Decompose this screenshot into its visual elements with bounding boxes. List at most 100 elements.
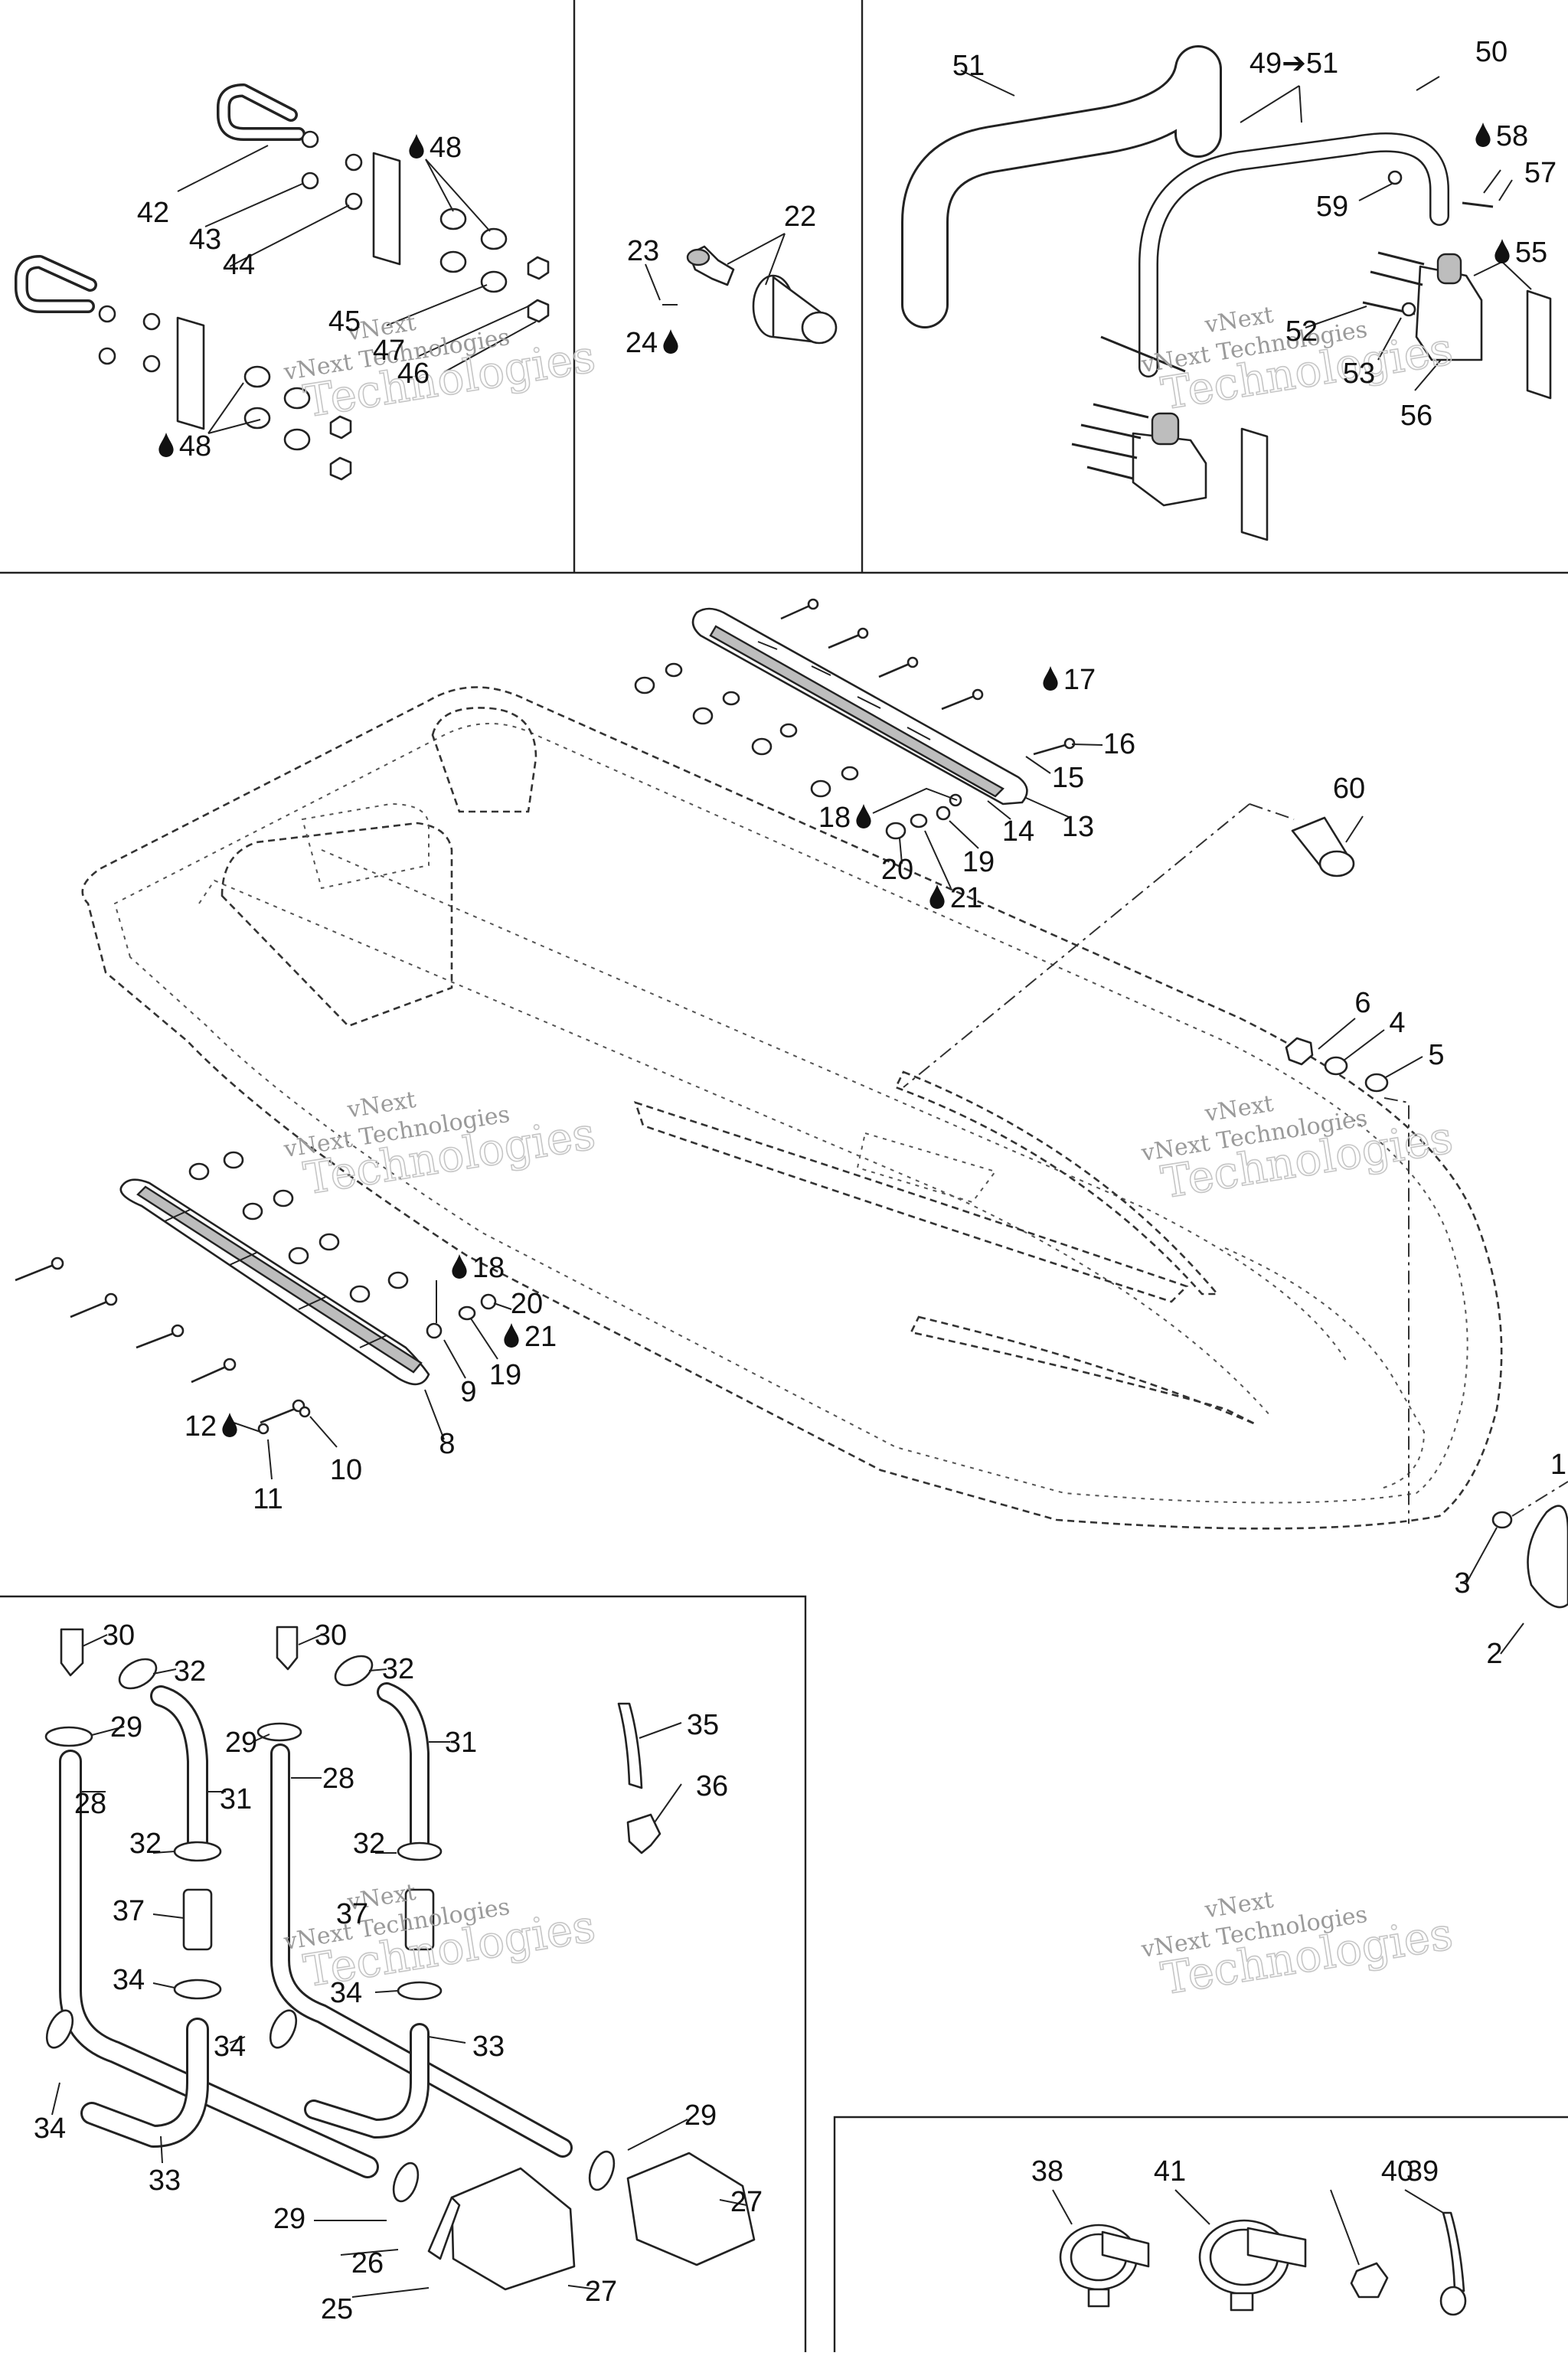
bow-hardware <box>903 803 1568 1655</box>
callout-label: 10 <box>330 1454 362 1486</box>
callout-label: 34 <box>34 2113 66 2145</box>
apply-adhesive-drop-icon <box>856 804 871 828</box>
callout-label: 29 <box>225 1727 257 1759</box>
callout-label: 38 <box>1031 2155 1063 2188</box>
callout-label: 27 <box>585 2276 617 2308</box>
callout-label: 36 <box>696 1770 728 1802</box>
callout-label: 3 <box>1454 1567 1470 1600</box>
callout-label: 44 <box>223 249 255 281</box>
callout-label: 14 <box>1002 815 1034 848</box>
callout-label: 25 <box>321 2293 353 2325</box>
drain-plug-group <box>645 233 838 345</box>
callout-label: 21 <box>524 1321 557 1353</box>
callout-label: 45 <box>328 306 361 338</box>
callout-label: 48 <box>430 132 462 164</box>
callout-label: 22 <box>784 201 816 233</box>
callout-label: 4 <box>1389 1007 1405 1039</box>
callout-label: 29 <box>110 1711 142 1743</box>
callout-label: 28 <box>322 1763 354 1795</box>
callout-label: 37 <box>113 1895 145 1927</box>
callout-label: 20 <box>511 1288 543 1320</box>
callout-label: 27 <box>730 2186 763 2218</box>
callout-label: 28 <box>74 1788 106 1820</box>
bilge-hose-group <box>44 1626 756 2298</box>
callout-label: 24 <box>626 327 658 359</box>
callout-label: 19 <box>962 846 995 878</box>
callout-label: 41 <box>1154 2155 1186 2188</box>
callout-label: 55 <box>1515 237 1547 269</box>
callout-label: 8 <box>439 1428 455 1460</box>
callout-label: 56 <box>1400 400 1432 432</box>
callout-label: 21 <box>950 882 982 914</box>
callout-label: 40 <box>1381 2155 1413 2188</box>
apply-adhesive-drop-icon <box>929 884 945 909</box>
callout-label: 18 <box>818 802 851 834</box>
callout-label: 17 <box>1063 664 1096 696</box>
callout-label: 2 <box>1486 1638 1502 1670</box>
footrest-upper <box>634 598 1103 889</box>
callout-label: 32 <box>353 1828 385 1860</box>
clips-group <box>1052 2189 1467 2316</box>
callout-label: 18 <box>472 1252 505 1284</box>
callout-label: 34 <box>113 1964 145 1996</box>
callout-label: 11 <box>253 1483 283 1515</box>
apply-adhesive-drop-icon <box>452 1254 467 1279</box>
callout-label: 32 <box>382 1653 414 1685</box>
callout-label: 19 <box>489 1359 521 1391</box>
callout-label: 15 <box>1052 762 1084 794</box>
callout-label: 30 <box>103 1619 135 1652</box>
callout-label: 59 <box>1316 191 1348 223</box>
callout-label: 51 <box>952 50 985 82</box>
callout-label: 13 <box>1062 811 1094 843</box>
callout-label: 31 <box>220 1783 252 1815</box>
apply-adhesive-drop-icon <box>663 329 678 354</box>
callout-label: 1 <box>1550 1449 1566 1481</box>
callout-label: 50 <box>1475 36 1508 68</box>
callout-label: 12 <box>185 1410 217 1443</box>
hull-outline <box>81 686 1503 1530</box>
apply-adhesive-drop-icon <box>1043 666 1058 691</box>
callout-label: 46 <box>397 358 430 390</box>
callout-label: 34 <box>214 2031 246 2063</box>
callout-label: 34 <box>330 1977 362 2009</box>
callout-label: 47 <box>373 335 405 367</box>
callout-label: 42 <box>137 197 169 229</box>
callout-label: 29 <box>684 2099 717 2132</box>
callout-label: 23 <box>627 235 659 267</box>
apply-adhesive-drop-icon <box>504 1323 519 1348</box>
callout-label: 20 <box>881 854 913 886</box>
callout-label: 32 <box>174 1655 206 1688</box>
callout-label: 5 <box>1428 1039 1444 1071</box>
callout-label: 33 <box>472 2031 505 2063</box>
callout-label: 52 <box>1285 315 1318 348</box>
callout-label: 53 <box>1343 358 1375 390</box>
apply-adhesive-drop-icon <box>222 1413 237 1437</box>
apply-adhesive-drop-icon <box>1494 239 1510 263</box>
callout-label: 58 <box>1496 120 1528 152</box>
callout-label: 37 <box>336 1898 368 1930</box>
callout-label: 9 <box>460 1376 476 1408</box>
callout-label: 32 <box>129 1828 162 1860</box>
callout-label: 57 <box>1524 157 1557 189</box>
callout-label: 49➔51 <box>1250 47 1338 80</box>
grab-handle-group <box>901 45 1552 541</box>
callout-label: 30 <box>315 1619 347 1652</box>
callout-label: 35 <box>687 1709 719 1741</box>
callout-label: 31 <box>445 1727 477 1759</box>
callout-label: 6 <box>1354 987 1370 1019</box>
callout-label: 33 <box>149 2165 181 2197</box>
callout-label: 26 <box>351 2247 384 2279</box>
footrest-lower <box>15 1151 512 1480</box>
callout-label: 39 <box>1406 2155 1439 2188</box>
apply-adhesive-drop-icon <box>158 433 174 457</box>
handle-bracket-group <box>15 83 550 481</box>
apply-adhesive-drop-icon <box>409 134 424 158</box>
callout-label: 43 <box>189 224 221 256</box>
